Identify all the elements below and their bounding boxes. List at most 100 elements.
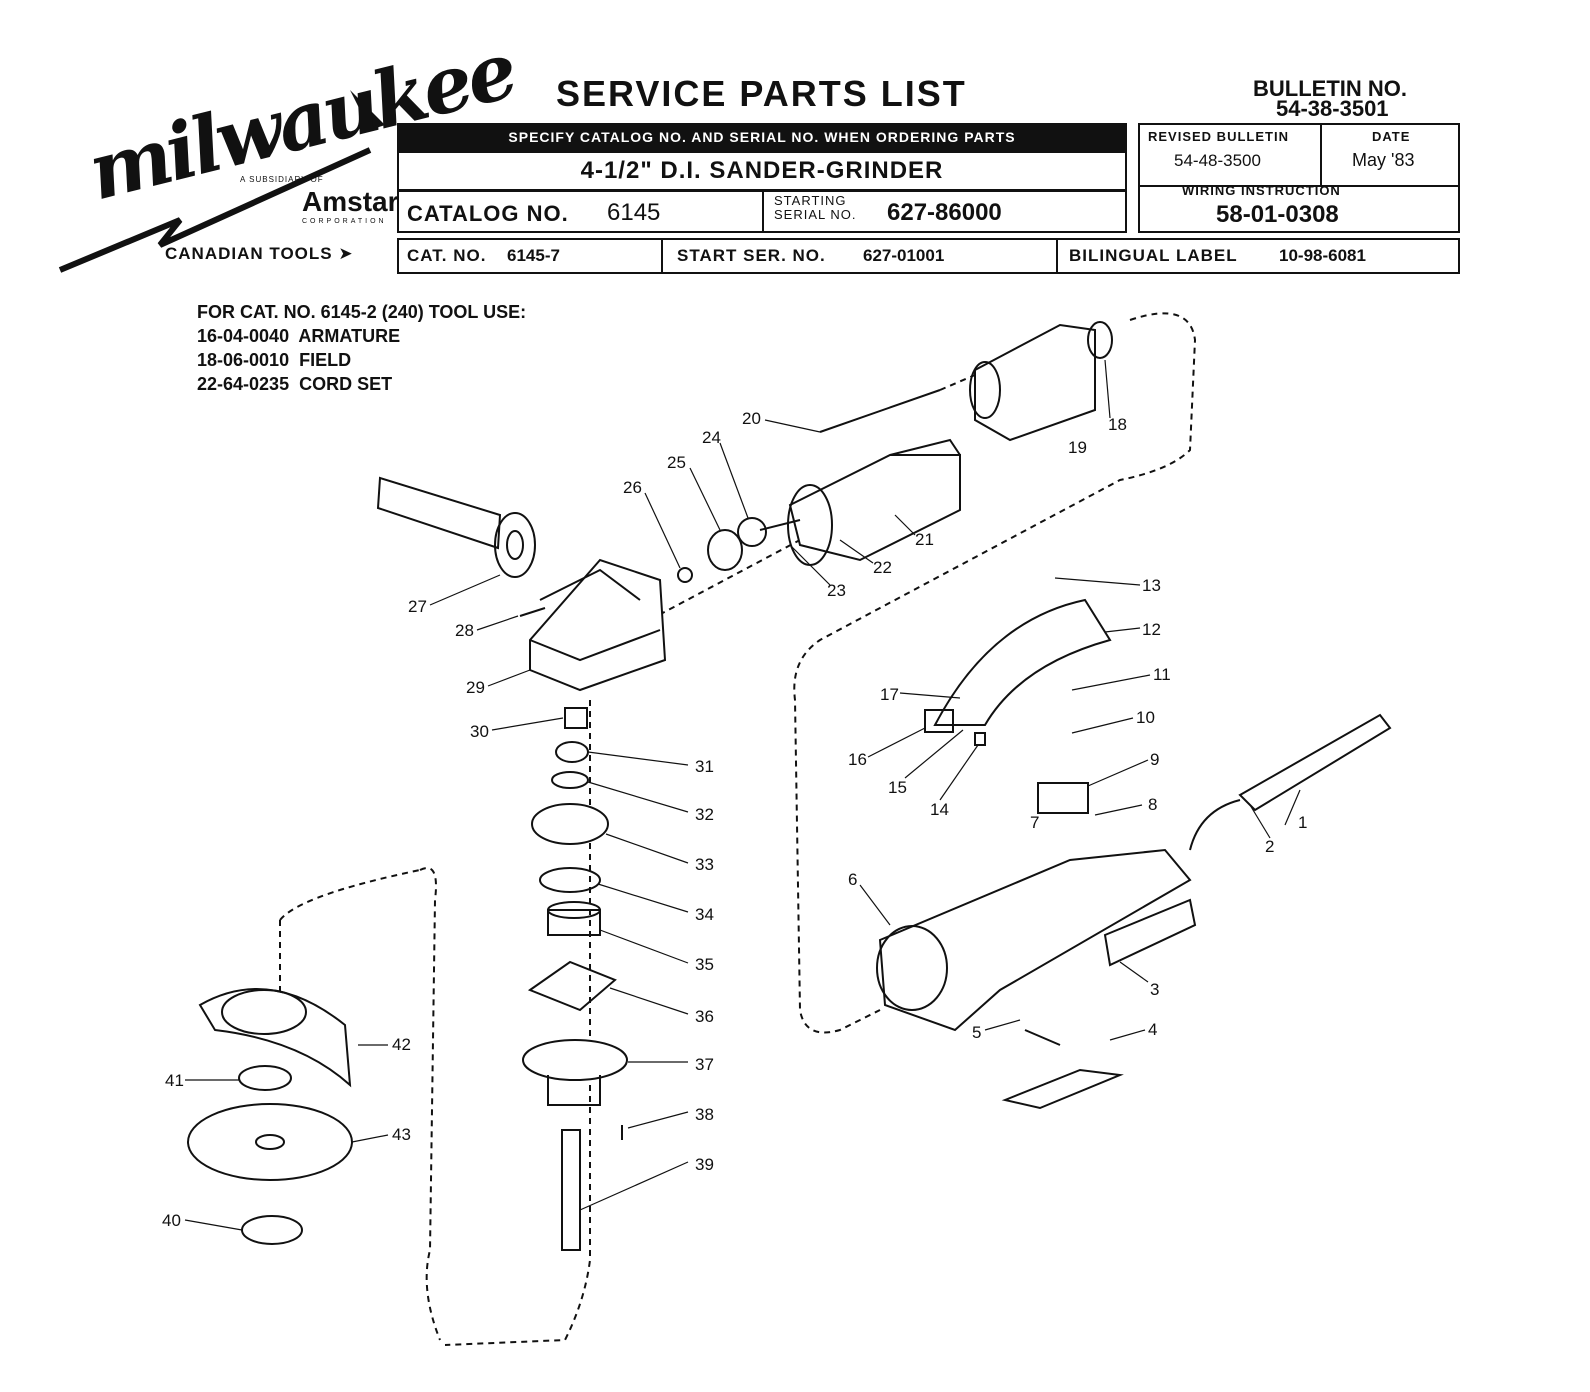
callout-label: 38 xyxy=(695,1105,714,1124)
callout-label: 41 xyxy=(165,1071,184,1090)
part-screw xyxy=(519,607,546,617)
part-motor-housing xyxy=(876,848,1192,1032)
catalog-number: 6145 xyxy=(607,199,661,226)
revised-bulletin-label: REVISED BULLETIN xyxy=(1148,129,1289,144)
part-cord-protector xyxy=(1238,713,1392,812)
logo-parent-name: Amstar xyxy=(302,186,399,217)
milwaukee-logo: milwaukee A SUBSIDIARY OF Amstar CORPORA… xyxy=(40,25,523,280)
callout-label: 10 xyxy=(1136,708,1155,727)
notes-heading: FOR CAT. NO. 6145-2 (240) TOOL USE: xyxy=(197,302,527,322)
callout-label: 11 xyxy=(1153,665,1171,684)
callout-label: 9 xyxy=(1150,750,1159,769)
wiring-instruction-label: WIRING INSTRUCTION xyxy=(1182,183,1341,198)
bulletin-label: BULLETIN NO. xyxy=(1253,76,1407,101)
callout-label: 20 xyxy=(742,409,761,428)
assembly-line xyxy=(419,867,441,1341)
callout-label: 31 xyxy=(695,757,714,776)
part-field xyxy=(969,321,1113,442)
catalog-row: CATALOG NO. 6145 STARTING SERIAL NO. 627… xyxy=(397,190,1127,233)
callout-label: 6 xyxy=(848,870,857,889)
callout-labels: 1 2 3 4 5 6 7 8 9 10 11 12 13 14 15 16 1… xyxy=(162,409,1307,1230)
order-note-bar: SPECIFY CATALOG NO. AND SERIAL NO. WHEN … xyxy=(397,123,1127,151)
callout-label: 23 xyxy=(827,581,846,600)
starting-serial-label: STARTING SERIAL NO. xyxy=(774,193,857,222)
callout-label: 5 xyxy=(972,1023,981,1042)
callout-label: 29 xyxy=(466,678,485,697)
callout-label: 39 xyxy=(695,1155,714,1174)
callout-label: 1 xyxy=(1298,813,1307,832)
callout-label: 2 xyxy=(1265,837,1274,856)
bulletin-info-box: REVISED BULLETIN 54-48-3500 DATE May '83… xyxy=(1138,123,1460,233)
part-paddle-lever xyxy=(1001,1068,1124,1110)
part-bearing xyxy=(737,517,767,547)
part-wheel-guard xyxy=(198,988,352,1088)
callout-label: 19 xyxy=(1068,438,1087,457)
part-grinding-wheel-hole xyxy=(255,1134,285,1150)
canadian-tools-row: CAT. NO. 6145-7 START SER. NO. 627-01001… xyxy=(397,238,1460,274)
part-brush-cover xyxy=(933,598,1112,726)
part-brush xyxy=(974,732,986,746)
part-pin xyxy=(1024,1029,1061,1046)
callout-label: 30 xyxy=(470,722,489,741)
callout-label: 14 xyxy=(930,800,949,819)
callout-label: 25 xyxy=(667,453,686,472)
wiring-instruction-number: 58-01-0308 xyxy=(1216,201,1339,228)
bilingual-label-number: 10-98-6081 xyxy=(1279,246,1366,265)
assembly-line xyxy=(279,869,421,1000)
catalog-label: CATALOG NO. xyxy=(407,201,569,226)
callout-label: 8 xyxy=(1148,795,1157,814)
logo-subsidiary-text: A SUBSIDIARY OF xyxy=(240,175,324,184)
logo-parent-sub: CORPORATION xyxy=(302,218,387,225)
canadian-start-label: START SER. NO. xyxy=(677,246,826,265)
canadian-start-number: 627-01001 xyxy=(863,246,945,265)
part-side-handle xyxy=(376,476,536,578)
callout-label: 28 xyxy=(455,621,474,640)
canadian-start-cell: START SER. NO. 627-01001 xyxy=(663,240,1058,272)
part-gear-case xyxy=(529,558,667,692)
callout-label: 17 xyxy=(880,685,899,704)
callout-label: 12 xyxy=(1142,620,1161,639)
notes-item: 22-64-0235 CORD SET xyxy=(197,374,393,394)
callout-label: 15 xyxy=(888,778,907,797)
catalog-cell: CATALOG NO. 6145 xyxy=(399,192,764,231)
part-nameplate xyxy=(1103,898,1197,967)
callout-label: 22 xyxy=(873,558,892,577)
part-nut xyxy=(677,567,693,583)
canadian-tools-label: CANADIAN TOOLS ➤ xyxy=(165,244,354,263)
callout-label: 34 xyxy=(695,905,714,924)
callout-label: 24 xyxy=(702,428,721,447)
callout-label: 36 xyxy=(695,1007,714,1026)
revised-bulletin-number: 54-48-3500 xyxy=(1174,151,1261,170)
divider xyxy=(1320,125,1322,185)
order-note-text: SPECIFY CATALOG NO. AND SERIAL NO. WHEN … xyxy=(508,129,1016,145)
callout-label: 3 xyxy=(1150,980,1159,999)
callout-label: 13 xyxy=(1142,576,1161,595)
part-switch xyxy=(1037,782,1089,814)
callout-label: 37 xyxy=(695,1055,714,1074)
callout-label: 42 xyxy=(392,1035,411,1054)
bulletin-number: 54-38-3501 xyxy=(1276,96,1389,121)
canadian-cat-number: 6145-7 xyxy=(507,246,560,265)
part-spindle-stack xyxy=(522,707,628,1251)
callout-label: 43 xyxy=(392,1125,411,1144)
canadian-cat-cell: CAT. NO. 6145-7 xyxy=(399,240,663,272)
part-brush-holder xyxy=(924,709,954,733)
starting-serial-number: 627-86000 xyxy=(887,199,1002,226)
alternate-parts-notes: FOR CAT. NO. 6145-2 (240) TOOL USE: 16-0… xyxy=(197,300,526,396)
part-bolt xyxy=(819,389,941,433)
page-title: SERVICE PARTS LIST xyxy=(556,73,967,114)
callout-label: 27 xyxy=(408,597,427,616)
bilingual-label-text: BILINGUAL LABEL xyxy=(1069,246,1238,265)
date-label: DATE xyxy=(1372,129,1411,144)
callout-label: 7 xyxy=(1030,813,1039,832)
divider xyxy=(1140,185,1458,187)
part-lock-nut xyxy=(241,1215,303,1245)
part-cord xyxy=(1189,799,1241,851)
callout-label: 35 xyxy=(695,955,714,974)
part-flange xyxy=(238,1065,292,1091)
notes-item: 18-06-0010 FIELD xyxy=(197,350,352,370)
assembly-line xyxy=(444,700,591,1346)
callout-label: 26 xyxy=(623,478,642,497)
date-value: May '83 xyxy=(1352,150,1415,170)
